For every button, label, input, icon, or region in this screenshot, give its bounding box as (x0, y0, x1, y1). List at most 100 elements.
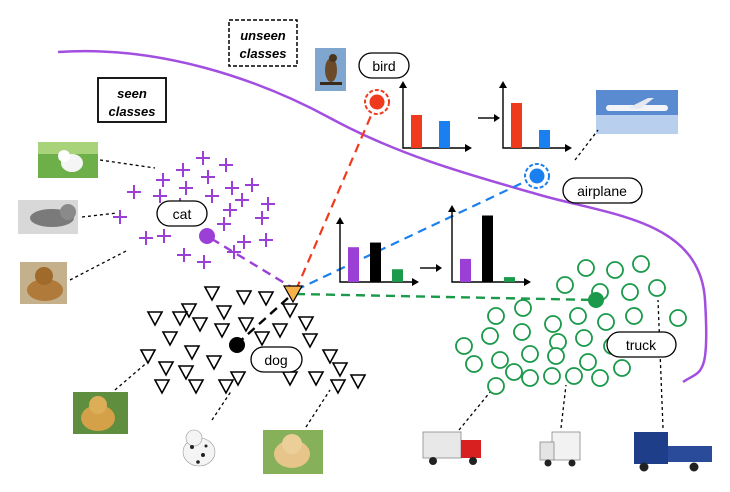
cat-plus-mark (157, 229, 171, 243)
truck-circle-mark (565, 367, 583, 385)
cat-plus-mark (153, 189, 167, 203)
mini-bar-charts (336, 81, 572, 286)
white-truck-photo (539, 431, 581, 467)
mini-bar-chart (448, 205, 531, 286)
mini-bar-chart (499, 81, 572, 152)
dog-triangle-mark (153, 379, 171, 395)
dog-triangle-mark (281, 303, 299, 319)
chart-arrows (420, 114, 500, 272)
dog-triangle-mark (271, 323, 289, 339)
dog-triangle-mark (187, 379, 205, 395)
y-axis-arrowhead (448, 205, 456, 212)
seen-label-line1: seen (117, 86, 147, 101)
dog-triangle-mark (205, 355, 223, 371)
cat-plus-mark (261, 197, 275, 211)
dog-triangle-mark (157, 361, 175, 377)
dog-triangle-mark (229, 371, 247, 387)
cat-plus-mark (197, 255, 211, 269)
label-dog: dog (250, 346, 303, 373)
cat-plus-mark (237, 235, 251, 249)
dog-triangle-mark (301, 333, 319, 349)
cat-cluster (113, 151, 275, 269)
cat-plus-mark (219, 158, 233, 172)
line-query-to-airplane (295, 175, 538, 291)
truck-circle-mark (613, 359, 631, 377)
dog-triangle-mark (329, 379, 347, 395)
svg-text:bird: bird (372, 58, 395, 74)
cat-plus-mark (217, 217, 231, 231)
dog-triangle-mark (349, 374, 367, 390)
unseen-label-line1: unseen (240, 28, 286, 43)
chart-bar (539, 130, 550, 148)
cat-plus-mark (113, 210, 127, 224)
svg-text:airplane: airplane (577, 183, 627, 199)
dog-triangle-mark (331, 362, 349, 378)
dog-triangle-mark (183, 345, 201, 361)
truck-circle-mark (577, 259, 595, 277)
truck-circle-mark (606, 261, 624, 279)
truck-circle-mark (591, 369, 609, 387)
chart-bar (411, 115, 422, 148)
truck-cluster (455, 255, 687, 395)
label-truck: truck (606, 331, 677, 358)
orange-cat-photo (20, 262, 67, 304)
dog-triangle-mark (146, 311, 164, 327)
y-axis-arrowhead (336, 217, 344, 224)
line-query-to-cat (206, 234, 297, 292)
golden-retriever-photo (73, 392, 128, 434)
chart-bar (460, 258, 471, 282)
cat-plus-mark (201, 170, 215, 184)
label-cat: cat (156, 200, 208, 227)
cat-prototype-dot (199, 228, 215, 244)
dog-triangle-mark (191, 317, 209, 333)
x-axis-arrowhead (412, 278, 419, 286)
seen-classes-box: seen classes (97, 77, 167, 123)
truck-circle-mark (597, 313, 615, 331)
svg-text:cat: cat (173, 206, 192, 222)
seen-label-line2: classes (109, 104, 156, 119)
x-axis-arrowhead (565, 144, 572, 152)
class-boundary-curve (57, 49, 708, 384)
dog-triangle-mark (307, 371, 325, 387)
dog-triangle-mark (235, 290, 253, 306)
truck-prototype-dot (588, 292, 604, 308)
dog-triangle-mark (257, 291, 275, 307)
mini-bar-chart (336, 217, 419, 286)
dog-triangle-mark (177, 365, 195, 381)
truck-circle-mark (465, 355, 483, 373)
truck-circle-mark (556, 276, 574, 294)
dog-triangle-mark (297, 316, 315, 332)
cat-plus-mark (245, 178, 259, 192)
chart-bar (370, 242, 381, 282)
truck-circle-mark (481, 327, 499, 345)
cat-plus-mark (177, 248, 191, 262)
unseen-classes-box: unseen classes (228, 19, 298, 67)
blue-truck-photo (634, 432, 712, 472)
chart-axes (451, 208, 528, 283)
cat-plus-mark (179, 181, 193, 195)
dog-cluster (139, 286, 367, 395)
white-cat-photo (38, 142, 98, 178)
truck-circle-mark (544, 315, 562, 333)
cat-plus-mark (259, 233, 273, 247)
truck-circle-mark (514, 299, 532, 317)
bird-photo (315, 48, 346, 91)
truck-circle-mark (505, 363, 523, 381)
photo-leader-lines (69, 129, 664, 431)
truck-circle-mark (625, 307, 643, 325)
cat-plus-mark (127, 185, 141, 199)
svg-text:truck: truck (626, 337, 657, 353)
chart-bar (348, 247, 359, 282)
airplane-photo (596, 90, 678, 134)
cat-plus-mark (156, 173, 170, 187)
puppy-photo (263, 430, 323, 474)
bird-prototype-dot (364, 89, 390, 115)
dog-triangle-mark (139, 349, 157, 365)
y-axis-arrowhead (399, 81, 407, 88)
cat-plus-mark (255, 211, 269, 225)
cat-plus-mark (139, 231, 153, 245)
airplane-prototype-dot (524, 163, 550, 189)
dog-triangle-mark (237, 317, 255, 333)
truck-circle-mark (487, 377, 505, 395)
truck-circle-mark (487, 307, 505, 325)
